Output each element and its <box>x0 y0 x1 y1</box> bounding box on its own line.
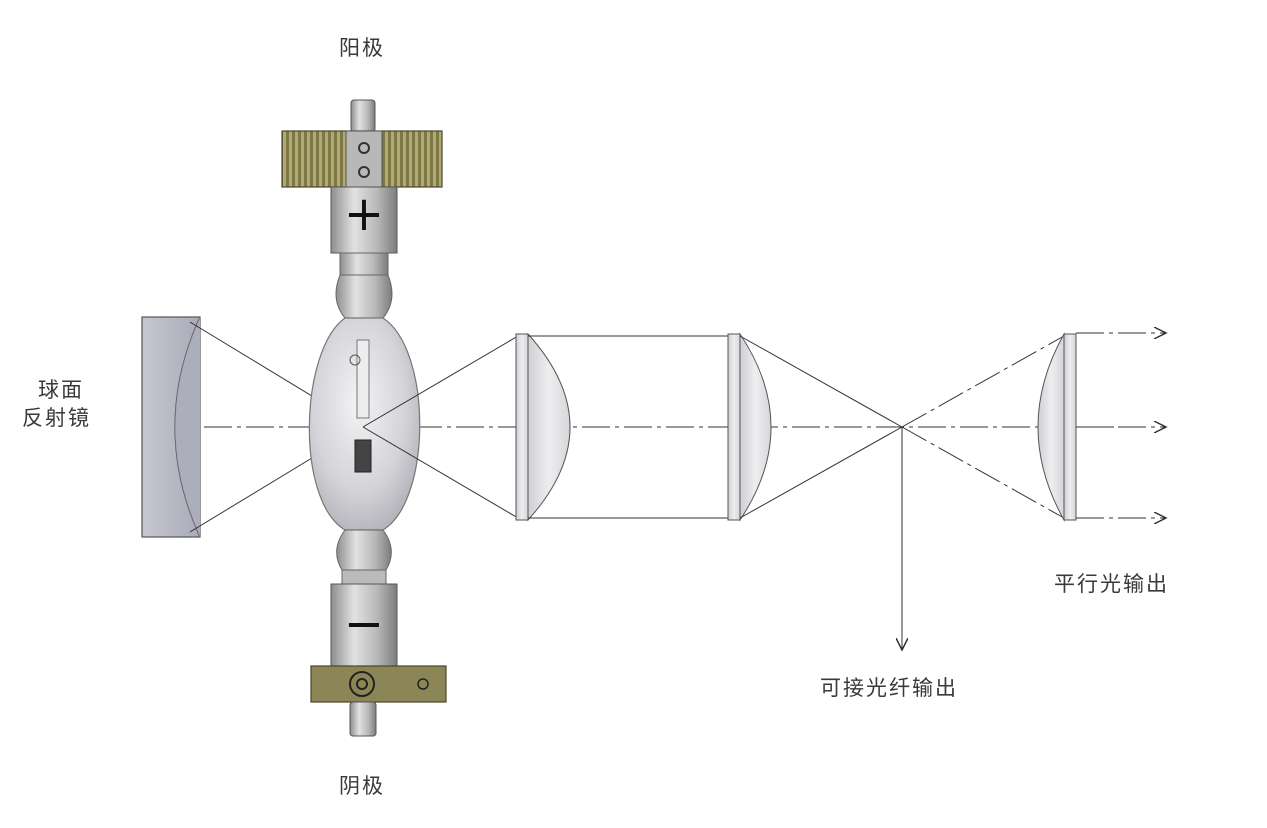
anode-gear <box>281 130 443 188</box>
mirror-label-line2: 反射镜 <box>22 406 91 430</box>
mirror-label-line1: 球面 <box>38 378 84 402</box>
cathode-sign: − <box>344 596 384 652</box>
output-lens <box>1037 332 1077 522</box>
parallel-beam <box>528 335 730 519</box>
collimating-lens <box>515 332 571 522</box>
focusing-lens <box>727 332 772 522</box>
anode-sign: + <box>344 186 384 242</box>
rays-focus <box>739 335 1065 519</box>
xenon-lamp <box>281 99 447 737</box>
cathode-label: 阴极 <box>339 774 385 798</box>
rays-bulb-lens1 <box>362 335 519 519</box>
cathode-bracket <box>310 665 447 703</box>
fiber-output-label: 可接光纤输出 <box>820 676 958 700</box>
anode-label: 阳极 <box>339 36 385 60</box>
parallel-output-label: 平行光输出 <box>1054 572 1169 596</box>
parallel-output-arrows <box>1076 333 1166 518</box>
spherical-mirror <box>141 316 201 538</box>
